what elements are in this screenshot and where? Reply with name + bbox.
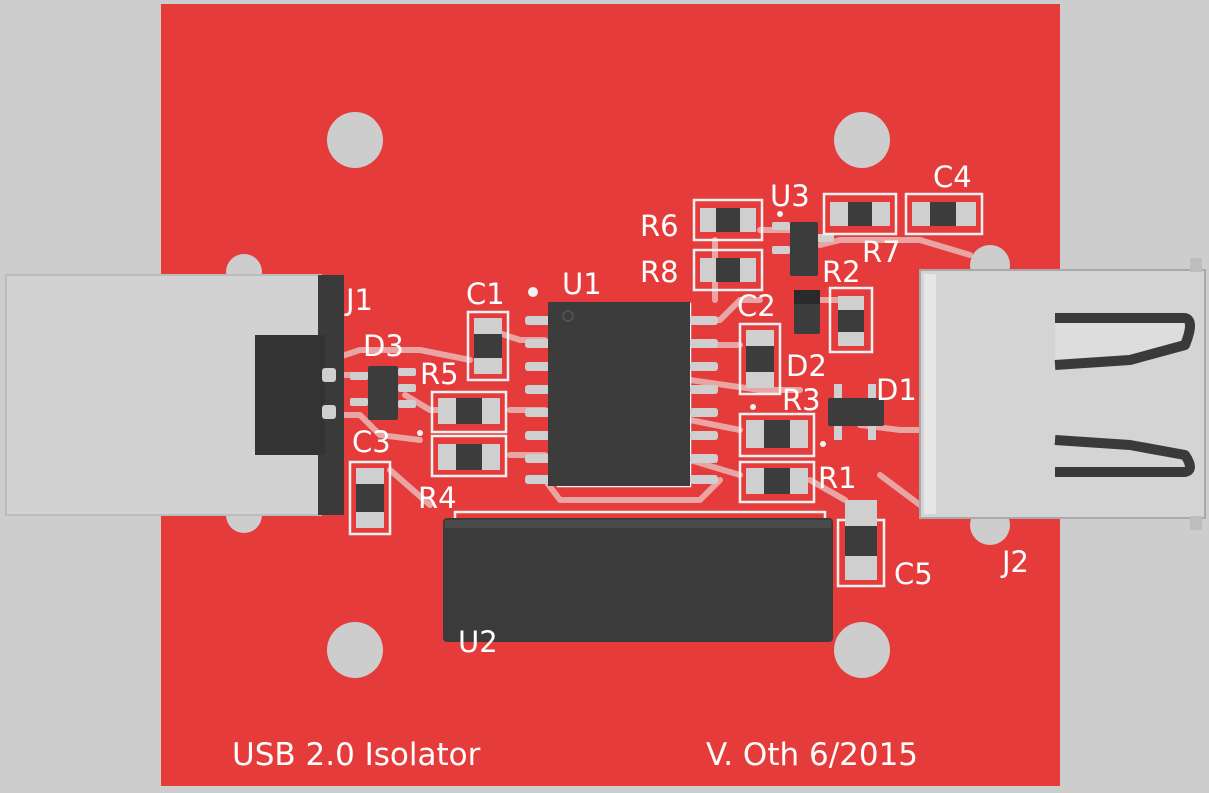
passive-r5	[430, 390, 508, 434]
label-r1: R1	[818, 461, 857, 495]
connector-j1	[5, 254, 344, 533]
label-c4: C4	[933, 160, 972, 194]
mounting-hole-top-left	[327, 112, 383, 168]
label-r4: R4	[418, 481, 457, 515]
label-r5: R5	[420, 357, 459, 391]
passive-c5	[836, 500, 886, 588]
label-d2: D2	[786, 349, 827, 383]
label-j1: J1	[344, 283, 373, 317]
label-u2: U2	[458, 625, 498, 659]
label-c2: C2	[737, 289, 776, 323]
chip-u3	[772, 211, 834, 276]
passive-r8	[692, 248, 764, 292]
label-r6: R6	[640, 209, 679, 243]
label-d1: D1	[876, 373, 917, 407]
mounting-hole-top-right	[834, 112, 890, 168]
diode-d2	[794, 290, 820, 334]
module-u2	[443, 510, 833, 642]
label-d3: D3	[363, 329, 404, 363]
footer-title: USB 2.0 Isolator	[232, 737, 481, 773]
passive-r3	[738, 404, 816, 458]
passive-c4	[904, 192, 984, 236]
mounting-hole-bottom-right	[834, 622, 890, 678]
diode-d1	[820, 384, 884, 447]
passive-r6	[692, 198, 764, 242]
label-j2: J2	[1000, 545, 1029, 579]
chip-u1	[525, 287, 718, 488]
passive-r2	[828, 286, 874, 354]
label-c3: C3	[352, 425, 391, 459]
diode-d3	[350, 366, 423, 436]
passive-r4	[430, 434, 508, 478]
label-r8: R8	[640, 255, 679, 289]
passive-r7	[822, 192, 898, 236]
passive-c1	[466, 310, 510, 382]
mounting-hole-bottom-left	[327, 622, 383, 678]
passive-c3	[348, 460, 392, 536]
label-c5: C5	[894, 557, 933, 591]
footer-author-date: V. Oth 6/2015	[706, 737, 918, 773]
label-u1: U1	[562, 267, 602, 301]
passive-r1	[738, 460, 816, 504]
passive-c2	[738, 322, 782, 396]
label-r3: R3	[782, 383, 821, 417]
label-u3: U3	[770, 179, 810, 213]
label-r7: R7	[862, 235, 901, 269]
label-c1: C1	[466, 277, 505, 311]
connector-j2	[919, 245, 1206, 545]
label-r2: R2	[822, 255, 861, 289]
